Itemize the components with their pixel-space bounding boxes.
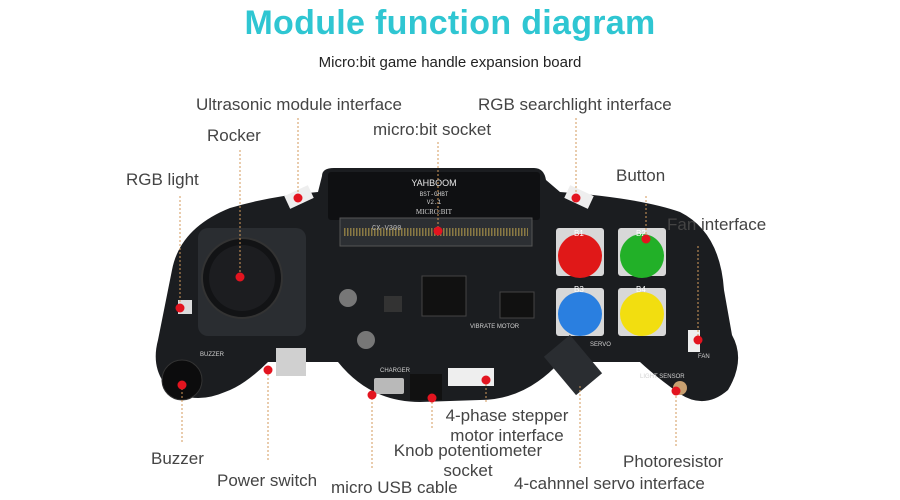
label-rocker: Rocker (207, 126, 261, 145)
label-button: Button (616, 166, 666, 185)
svg-text:B2: B2 (636, 229, 646, 238)
button-b4 (620, 292, 664, 336)
button-b3 (558, 292, 602, 336)
label-micro-usb-cable: micro USB cable (331, 478, 458, 497)
svg-text:CHARGER: CHARGER (380, 368, 411, 374)
svg-text:B1: B1 (574, 229, 584, 238)
knob-line-1: Knob potentiometer (393, 441, 543, 460)
label-stepper-motor-interface: 4-phase stepper motor interface (432, 406, 582, 446)
board-version: V2.1 (427, 199, 442, 206)
svg-text:SERVO: SERVO (590, 342, 611, 348)
label-knob-potentiometer-socket: Knob potentiometer socket (383, 441, 553, 481)
label-ultrasonic-interface: Ultrasonic module interface (196, 95, 402, 114)
board-model: BST-GHBT (420, 191, 449, 198)
socket-silk: MICRO:BIT (416, 208, 453, 216)
label-photoresistor: Photoresistor (623, 452, 724, 471)
power-switch-body (276, 348, 306, 376)
knob-line-2: socket (443, 461, 493, 480)
servo-connector (543, 334, 603, 396)
label-microbit-socket: micro:bit socket (373, 120, 492, 139)
button-b2 (620, 234, 664, 278)
stepper-line-2: motor interface (450, 426, 564, 445)
leader-lines (179, 118, 699, 468)
svg-text:VIBRATE MOTOR: VIBRATE MOTOR (470, 324, 520, 330)
microbit-socket-area (328, 172, 540, 220)
svg-text:FAN: FAN (698, 354, 710, 360)
label-fan-interface: Fan interface (667, 215, 767, 234)
label-buzzer: Buzzer (151, 449, 204, 468)
stepper-line-1: 4-phase stepper (445, 406, 569, 425)
label-rgb-searchlight-interface: RGB searchlight interface (478, 95, 672, 114)
label-power-switch: Power switch (217, 471, 318, 490)
micro-usb-port (374, 378, 404, 394)
board-brand: YAHBOOM (411, 178, 456, 188)
svg-text:B4: B4 (636, 285, 646, 294)
svg-text:BUZZER: BUZZER (200, 352, 225, 358)
svg-text:B3: B3 (574, 285, 584, 294)
knob-socket-body (410, 374, 442, 400)
diagram-subtitle: Micro:bit game handle expansion board (318, 54, 582, 71)
marker-dots (175, 193, 703, 403)
label-servo-interface: 4-cahnnel servo interface (514, 474, 705, 493)
button-b1 (558, 234, 602, 278)
chip-text: CX-V300 (372, 225, 401, 233)
diagram-title: Module function diagram (244, 4, 656, 42)
label-rgb-light: RGB light (126, 170, 199, 189)
svg-text:LIGHT SENSOR: LIGHT SENSOR (640, 374, 685, 380)
